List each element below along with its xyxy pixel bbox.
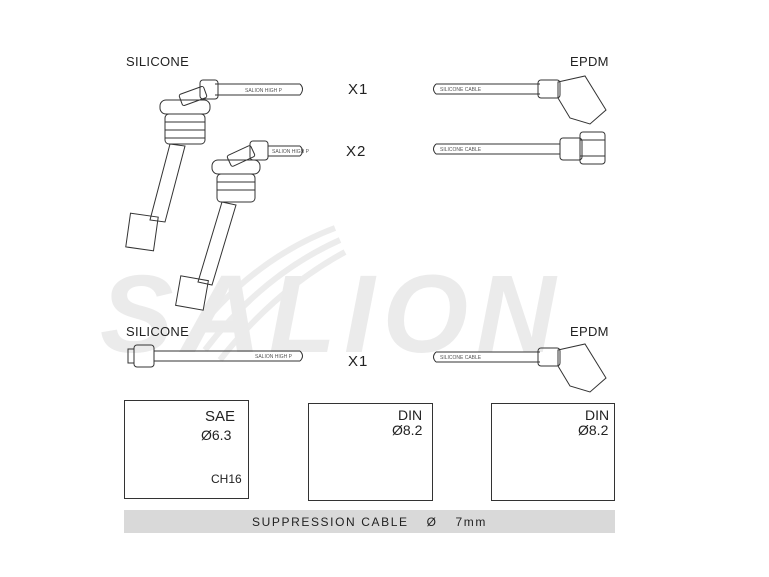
cable-print-silicone-2: SALION HIGH P — [272, 149, 310, 155]
din-left-title: DIN — [398, 407, 423, 423]
cable-print-epdm-1: SILICONE CABLE — [440, 87, 482, 93]
epdm-cable-2 — [433, 131, 606, 165]
silicone-cable-3 — [127, 344, 303, 368]
din-right-title: DIN — [585, 407, 610, 423]
multiplier-3: X1 — [348, 353, 369, 370]
sae-code: CH16 — [211, 472, 242, 486]
suppression-cable-bar: SUPPRESSION CABLE Ø 7mm — [124, 510, 615, 533]
watermark-text: SALION — [100, 253, 564, 376]
box-sae — [124, 400, 249, 499]
box-din-right — [491, 403, 615, 501]
cable-print-silicone-3: SALION HIGH P — [255, 354, 293, 360]
multiplier-2: X2 — [346, 143, 367, 160]
box-din-left — [308, 403, 433, 501]
footer-text: SUPPRESSION CABLE — [252, 514, 409, 529]
watermark-swoosh — [187, 225, 347, 362]
sae-title: SAE — [205, 408, 236, 425]
sae-size: Ø6.3 — [201, 427, 232, 443]
cable-print-silicone-1: SALION HIGH P — [245, 88, 283, 94]
footer-size: 7mm — [455, 514, 487, 529]
silicone-cable-2 — [175, 140, 303, 311]
cable-print-epdm-2: SILICONE CABLE — [440, 147, 482, 153]
label-silicone-bottom: SILICONE — [126, 324, 190, 339]
silicone-cable-1 — [125, 79, 303, 252]
label-epdm-bottom: EPDM — [570, 324, 609, 339]
label-epdm-top: EPDM — [570, 54, 609, 69]
din-right-size: Ø8.2 — [578, 422, 609, 438]
label-silicone-top: SILICONE — [126, 54, 190, 69]
footer-symbol: Ø — [426, 514, 438, 529]
epdm-cable-1 — [433, 75, 607, 125]
epdm-cable-3 — [433, 343, 607, 393]
multiplier-1: X1 — [348, 81, 369, 98]
din-left-size: Ø8.2 — [392, 422, 423, 438]
cable-print-epdm-3: SILICONE CABLE — [440, 355, 482, 361]
